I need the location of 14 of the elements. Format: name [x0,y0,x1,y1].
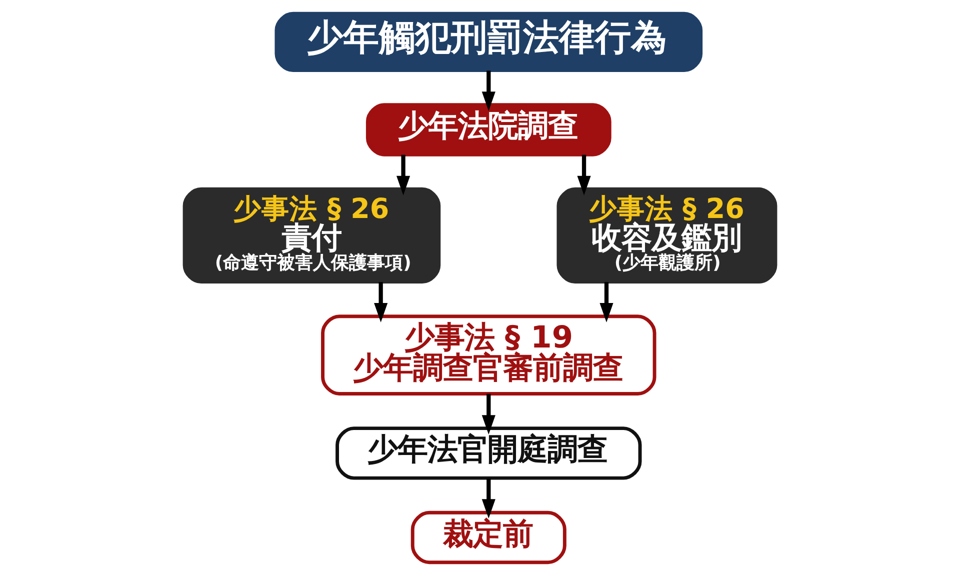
arrow [482,394,496,434]
node-box: 少事法 § 26 責付 (命遵守被害人保護事項) [182,187,441,284]
arrow [577,154,591,196]
node-box: 少年法官開庭調查 [336,426,642,480]
arrow [374,282,388,322]
node-box: 少事法 § 26 收容及鑑別 (少年觀護所) [556,187,778,284]
node-box: 少年法院調查 [366,103,612,156]
node-box: 少年觸犯刑罰法律行為 [274,12,703,72]
arrow [482,70,496,112]
node-box: 裁定前 [410,510,566,564]
arrow [396,154,410,196]
arrow [600,282,614,322]
arrow [482,478,496,518]
node-box: 少事法 § 19 少年調查官審前調查 [321,314,656,396]
